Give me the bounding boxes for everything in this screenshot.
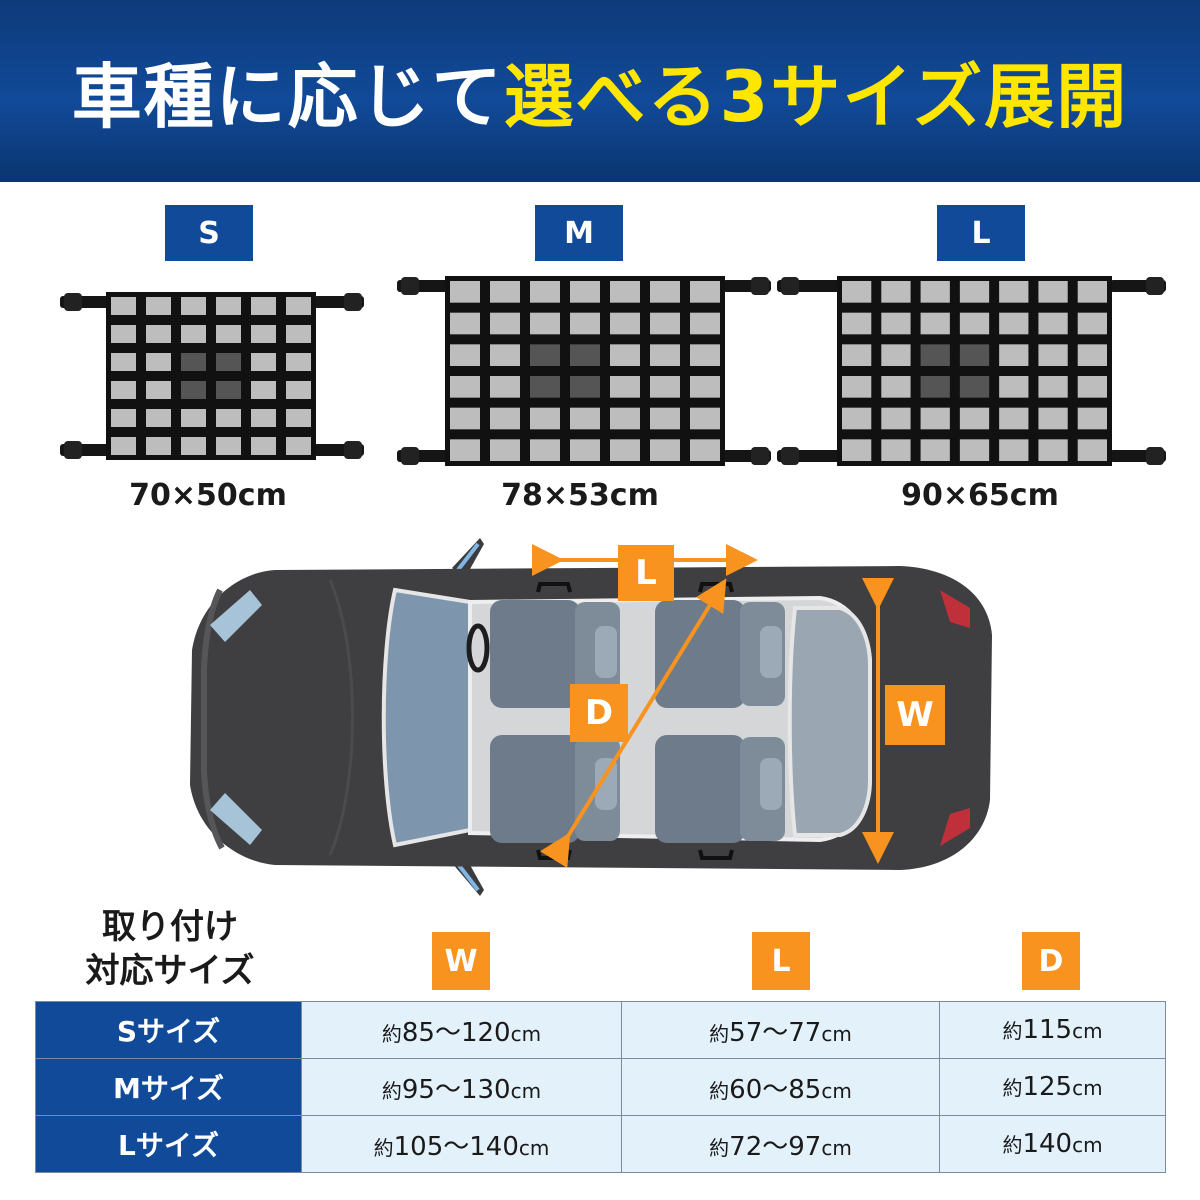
- headlight-right: [210, 793, 262, 845]
- size-badge-s: S: [165, 205, 253, 261]
- net-image-m: [397, 276, 771, 466]
- seat-rear-left: [655, 600, 785, 708]
- row-header: Sサイズ: [35, 1001, 302, 1059]
- cell-w: 約95〜130cm: [301, 1058, 622, 1116]
- title-part1: 車種に応じて: [71, 55, 504, 138]
- row-header: Mサイズ: [35, 1058, 302, 1116]
- page-title: 車種に応じて選べる3サイズ展開: [72, 41, 1129, 142]
- dimension-label-m: 78×53cm: [501, 478, 659, 513]
- arrow-d: [539, 578, 727, 869]
- cell-w: 約85〜120cm: [301, 1001, 622, 1059]
- cell-l: 約60〜85cm: [621, 1058, 940, 1116]
- size-badge-m: M: [535, 205, 623, 261]
- cell-l: 約72〜97cm: [621, 1115, 940, 1173]
- row-header: Lサイズ: [35, 1115, 302, 1173]
- fit-size-table: Sサイズ 約85〜120cm 約57〜77cm 約115cm Mサイズ 約95〜…: [35, 1001, 1166, 1173]
- diagram-label-w: W: [885, 685, 945, 745]
- cell-l: 約57〜77cm: [621, 1001, 940, 1059]
- fit-size-title-line1: 取り付け: [102, 907, 238, 947]
- table-row: Mサイズ 約95〜130cm 約60〜85cm 約125cm: [35, 1058, 1166, 1116]
- fit-size-title-line2: 対応サイズ: [85, 951, 255, 991]
- net-image-l: [777, 276, 1166, 466]
- column-header-l: L: [752, 932, 810, 990]
- seat-rear-right: [655, 735, 785, 843]
- column-header-d: D: [1022, 932, 1080, 990]
- size-badge-l: L: [937, 205, 1025, 261]
- diagram-label-d: D: [570, 684, 628, 742]
- steering-wheel: [466, 623, 490, 673]
- title-part2-highlight: 選べる3サイズ展開: [503, 55, 1129, 138]
- taillight-bottom: [940, 808, 970, 846]
- cell-d: 約140cm: [939, 1115, 1166, 1173]
- dimension-label-l: 90×65cm: [901, 478, 1059, 513]
- fit-size-title: 取り付け 対応サイズ: [70, 905, 270, 993]
- taillight-top: [940, 590, 970, 628]
- windshield: [381, 587, 472, 848]
- cell-d: 約125cm: [939, 1058, 1166, 1116]
- cell-d: 約115cm: [939, 1001, 1166, 1059]
- car-front-contour: [201, 588, 225, 850]
- table-row: Sサイズ 約85〜120cm 約57〜77cm 約115cm: [35, 1001, 1166, 1059]
- cell-w: 約105〜140cm: [301, 1115, 622, 1173]
- headlight-left: [210, 590, 262, 642]
- mirror-top-glass: [456, 542, 480, 572]
- dimension-label-s: 70×50cm: [129, 478, 287, 513]
- seat-front-right: [490, 735, 620, 843]
- table-row: Lサイズ 約105〜140cm 約72〜97cm 約140cm: [35, 1115, 1166, 1173]
- hood-crease: [328, 579, 354, 856]
- diagram-label-l: L: [618, 545, 674, 601]
- column-header-w: W: [432, 932, 490, 990]
- mirror-bottom-glass: [456, 862, 480, 892]
- net-image-s: [60, 292, 364, 460]
- rear-window: [787, 606, 872, 837]
- header-banner: 車種に応じて選べる3サイズ展開: [0, 0, 1200, 182]
